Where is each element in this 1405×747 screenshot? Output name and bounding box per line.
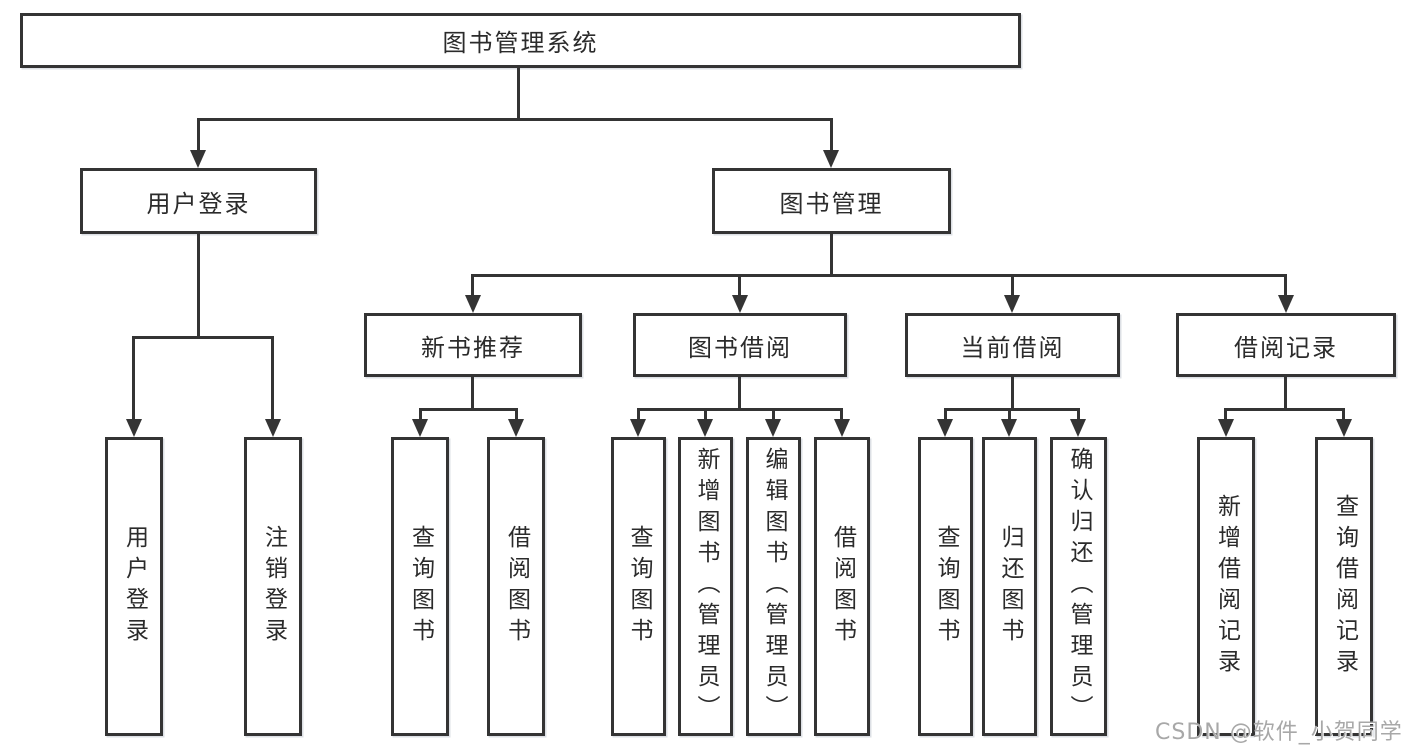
connector-line bbox=[1077, 408, 1080, 419]
node-current-borrowing: 当前借阅 bbox=[905, 313, 1120, 377]
node-library-system-label: 图书管理系统 bbox=[442, 29, 599, 57]
leaf-borrow-books-recommend: 借阅图书 bbox=[487, 437, 545, 736]
leaf-borrow-books-recommend-label: 借阅图书 bbox=[503, 524, 530, 649]
arrow-down-icon bbox=[1218, 419, 1234, 437]
arrow-down-icon bbox=[834, 419, 850, 437]
connector-line bbox=[738, 377, 741, 408]
leaf-query-borrow-record-label: 查询借阅记录 bbox=[1331, 493, 1358, 680]
connector-line bbox=[1342, 408, 1345, 419]
connector-line bbox=[840, 408, 843, 419]
node-book-borrowing-label: 图书借阅 bbox=[688, 333, 792, 362]
leaf-return-book: 归还图书 bbox=[982, 437, 1037, 736]
node-new-book-recommend: 新书推荐 bbox=[364, 313, 582, 377]
leaf-edit-book-admin: 编辑图书（管理员） bbox=[746, 437, 801, 736]
connector-line bbox=[197, 118, 200, 152]
connector-line bbox=[704, 408, 707, 419]
leaf-query-books-recommend-label: 查询图书 bbox=[407, 524, 434, 649]
leaf-query-books-current-label: 查询图书 bbox=[933, 524, 959, 649]
connector-line bbox=[1284, 377, 1287, 408]
node-book-borrowing: 图书借阅 bbox=[633, 313, 847, 377]
connector-line bbox=[637, 408, 640, 419]
leaf-add-book-admin-label: 新增图书（管理员） bbox=[693, 447, 719, 726]
connector-line bbox=[1224, 408, 1344, 411]
leaf-query-books-borrowing-label: 查询图书 bbox=[626, 524, 652, 649]
leaf-query-books-current: 查询图书 bbox=[918, 437, 973, 736]
leaf-user-login: 用户登录 bbox=[105, 437, 163, 736]
arrow-down-icon bbox=[465, 295, 481, 313]
node-user-login: 用户登录 bbox=[80, 168, 317, 234]
arrow-down-icon bbox=[190, 150, 206, 168]
connector-line bbox=[1284, 274, 1287, 295]
leaf-borrow-books-borrowing: 借阅图书 bbox=[814, 437, 870, 736]
connector-line bbox=[772, 408, 775, 419]
leaf-confirm-return-admin: 确认归还（管理员） bbox=[1050, 437, 1107, 736]
leaf-return-book-label: 归还图书 bbox=[997, 524, 1023, 649]
connector-line bbox=[471, 274, 1287, 277]
connector-line bbox=[132, 336, 135, 419]
leaf-query-books-borrowing: 查询图书 bbox=[611, 437, 666, 736]
leaf-user-login-label: 用户登录 bbox=[121, 524, 148, 649]
connector-line bbox=[419, 408, 422, 419]
arrow-down-icon bbox=[1070, 419, 1086, 437]
connector-line bbox=[944, 408, 947, 419]
connector-line bbox=[197, 118, 833, 121]
arrow-down-icon bbox=[265, 419, 281, 437]
arrow-down-icon bbox=[823, 150, 839, 168]
arrow-down-icon bbox=[1001, 419, 1017, 437]
watermark: CSDN @软件_小贺同学 bbox=[1155, 720, 1403, 745]
node-new-book-recommend-label: 新书推荐 bbox=[421, 333, 525, 362]
arrow-down-icon bbox=[732, 295, 748, 313]
connector-line bbox=[419, 408, 518, 411]
node-user-login-label: 用户登录 bbox=[146, 189, 251, 218]
leaf-query-books-recommend: 查询图书 bbox=[391, 437, 449, 736]
arrow-down-icon bbox=[508, 419, 524, 437]
node-library-system: 图书管理系统 bbox=[20, 13, 1021, 68]
arrow-down-icon bbox=[765, 419, 781, 437]
connector-line bbox=[738, 274, 741, 295]
leaf-logout: 注销登录 bbox=[244, 437, 302, 736]
leaf-confirm-return-admin-label: 确认归还（管理员） bbox=[1066, 447, 1092, 726]
connector-line bbox=[517, 68, 520, 118]
connector-line bbox=[1224, 408, 1227, 419]
connector-line bbox=[1011, 377, 1014, 408]
node-borrowing-records: 借阅记录 bbox=[1176, 313, 1396, 377]
connector-line bbox=[271, 336, 274, 419]
connector-line bbox=[637, 408, 843, 411]
leaf-logout-label: 注销登录 bbox=[260, 524, 287, 649]
arrow-down-icon bbox=[126, 419, 142, 437]
connector-line bbox=[830, 118, 833, 152]
leaf-add-borrow-record-label: 新增借阅记录 bbox=[1213, 493, 1240, 680]
connector-line bbox=[1008, 408, 1011, 419]
connector-line bbox=[944, 408, 1080, 411]
connector-line bbox=[830, 234, 833, 274]
arrow-down-icon bbox=[937, 419, 953, 437]
node-book-management: 图书管理 bbox=[712, 168, 951, 234]
leaf-borrow-books-borrowing-label: 借阅图书 bbox=[829, 524, 856, 649]
arrow-down-icon bbox=[697, 419, 713, 437]
arrow-down-icon bbox=[1278, 295, 1294, 313]
node-current-borrowing-label: 当前借阅 bbox=[960, 333, 1065, 362]
connector-line bbox=[471, 274, 474, 295]
leaf-add-borrow-record: 新增借阅记录 bbox=[1197, 437, 1255, 736]
node-book-management-label: 图书管理 bbox=[779, 189, 884, 218]
arrow-down-icon bbox=[1004, 295, 1020, 313]
node-borrowing-records-label: 借阅记录 bbox=[1234, 333, 1338, 362]
leaf-edit-book-admin-label: 编辑图书（管理员） bbox=[761, 447, 787, 726]
connector-line bbox=[471, 377, 474, 408]
leaf-add-book-admin: 新增图书（管理员） bbox=[678, 437, 733, 736]
arrow-down-icon bbox=[1336, 419, 1352, 437]
connector-line bbox=[197, 234, 200, 336]
arrow-down-icon bbox=[412, 419, 428, 437]
leaf-query-borrow-record: 查询借阅记录 bbox=[1315, 437, 1373, 736]
arrow-down-icon bbox=[630, 419, 646, 437]
connector-line bbox=[1011, 274, 1014, 295]
connector-line bbox=[515, 408, 518, 419]
connector-line bbox=[132, 336, 274, 339]
